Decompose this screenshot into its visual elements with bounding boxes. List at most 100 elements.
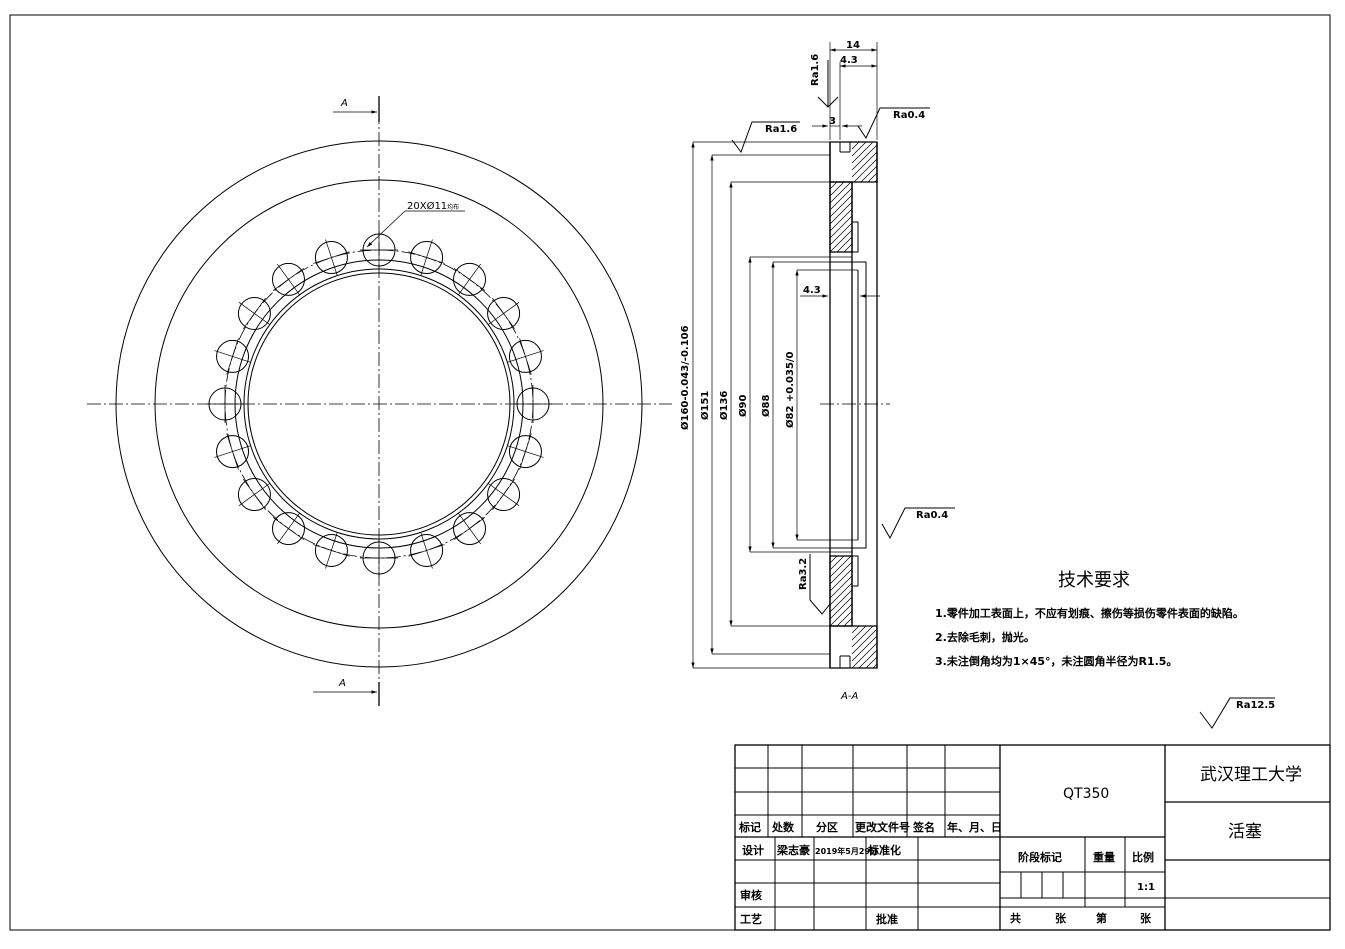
design-date: 2019年5月29日 bbox=[815, 846, 878, 856]
bolt-hole bbox=[237, 478, 271, 512]
dia-88: Ø88 bbox=[760, 395, 772, 417]
bolt-hole bbox=[453, 262, 487, 296]
bolt-hole-axis bbox=[242, 297, 266, 330]
hdr-date: 年、月、日 bbox=[947, 820, 1002, 834]
front-view: A A 20XØ11 均布 bbox=[87, 96, 672, 706]
bolt-hole-axis bbox=[519, 433, 532, 470]
ra-bottom: Ra3.2 bbox=[798, 558, 809, 590]
bolt-hole-axis bbox=[453, 517, 486, 541]
scale-label: 比例 bbox=[1132, 850, 1154, 864]
part-name: 活塞 bbox=[1228, 822, 1262, 842]
hatch-line bbox=[829, 208, 853, 232]
hatch-line bbox=[829, 582, 853, 606]
hatch-line bbox=[865, 656, 878, 669]
review-label: 审核 bbox=[740, 888, 762, 902]
section-label-top: A bbox=[340, 98, 348, 109]
bolt-hole bbox=[508, 435, 542, 469]
bolt-hole-axis bbox=[408, 251, 445, 264]
bolt-hole-axis bbox=[492, 478, 516, 511]
hatch-line bbox=[851, 625, 867, 641]
hatch-line bbox=[829, 555, 838, 564]
section-caption: A-A bbox=[840, 691, 858, 702]
hdr-change-doc: 更改文件号 bbox=[855, 820, 910, 834]
ra-left: Ra1.6 bbox=[765, 124, 797, 135]
hatch-line bbox=[829, 589, 853, 613]
hatch-line bbox=[851, 625, 860, 634]
hatch-line bbox=[829, 181, 852, 204]
bolt-hole bbox=[314, 241, 348, 275]
scale-value: 1:1 bbox=[1137, 882, 1155, 893]
ra-top-right: Ra0.4 bbox=[893, 110, 925, 121]
dia-151: Ø151 bbox=[699, 391, 711, 420]
tech-title: 技术要求 bbox=[1058, 570, 1130, 591]
weight-label: 重量 bbox=[1093, 850, 1115, 864]
hatch-line bbox=[829, 222, 853, 246]
hatch-line bbox=[836, 236, 853, 253]
hatch-line bbox=[829, 568, 853, 592]
material: QT350 bbox=[1063, 786, 1109, 802]
ra-top-vertical: Ra1.6 bbox=[810, 54, 821, 86]
dia-82: Ø82 +0.035/0 bbox=[784, 351, 796, 428]
bolt-hole bbox=[508, 339, 542, 373]
hatch-lines bbox=[829, 141, 878, 669]
bolt-hole bbox=[314, 533, 348, 567]
tech-requirements: 技术要求 1.零件加工表面上，不应有划痕、擦伤等损伤零件表面的缺陷。 2.去除毛… bbox=[935, 570, 1244, 668]
hatch-line bbox=[858, 649, 878, 669]
hdr-count: 处数 bbox=[771, 820, 795, 834]
designer-name: 梁志豪 bbox=[776, 843, 810, 857]
bolt-hole bbox=[237, 296, 271, 330]
sheet-label: 第 bbox=[1096, 911, 1107, 925]
hatch-line bbox=[851, 635, 878, 662]
hatch-line bbox=[851, 151, 878, 178]
hatch-line bbox=[829, 561, 853, 585]
bolt-hole bbox=[410, 241, 444, 275]
bolt-hole-axis bbox=[453, 267, 486, 291]
bolt-hole-axis bbox=[242, 478, 266, 511]
hatch-line bbox=[851, 141, 867, 157]
dim-4-3-mid: 4.3 bbox=[803, 285, 821, 296]
stage-label: 阶段标记 bbox=[1018, 850, 1062, 864]
hatch-line bbox=[851, 628, 878, 655]
hatch-line bbox=[851, 141, 860, 150]
dia-160: Ø160-0.043/-0.106 bbox=[679, 325, 691, 430]
hatch-line bbox=[829, 181, 838, 190]
bolt-hole bbox=[216, 435, 250, 469]
dia-136: Ø136 bbox=[718, 391, 730, 420]
hatch-line bbox=[829, 555, 852, 578]
total-label: 共 bbox=[1010, 911, 1021, 925]
hatch-line bbox=[829, 181, 845, 197]
bolt-hole-axis bbox=[313, 251, 350, 264]
bolt-hole-axis bbox=[408, 544, 445, 557]
hatch-line bbox=[860, 165, 878, 183]
hatch-line bbox=[829, 229, 853, 253]
hatch-line bbox=[829, 596, 853, 620]
drawing-border bbox=[9, 14, 1331, 931]
bolt-hole bbox=[487, 296, 521, 330]
hatch-line bbox=[853, 158, 878, 183]
hatch-line bbox=[867, 172, 878, 183]
bolt-hole-axis bbox=[272, 267, 305, 291]
bolt-hole bbox=[271, 512, 305, 546]
hatch-line bbox=[829, 603, 853, 627]
approve-label: 批准 bbox=[876, 912, 898, 926]
hatch-line bbox=[836, 610, 853, 627]
bolt-hole-axis bbox=[492, 297, 516, 330]
section-label-bottom: A bbox=[338, 678, 346, 689]
hatch-line bbox=[843, 617, 853, 627]
hatch-line bbox=[829, 187, 853, 211]
tech-item-2: 2.去除毛刺，抛光。 bbox=[935, 630, 1035, 644]
hatch-line bbox=[851, 141, 874, 164]
sheet-label-2: 张 bbox=[1140, 911, 1152, 925]
bolt-hole bbox=[487, 478, 521, 512]
tech-item-1: 1.零件加工表面上，不应有划痕、擦伤等损伤零件表面的缺陷。 bbox=[935, 606, 1244, 620]
hdr-mark: 标记 bbox=[738, 820, 761, 834]
standardization-label: 标准化 bbox=[867, 843, 901, 857]
bolt-hole bbox=[216, 339, 250, 373]
tech-item-3: 3.未注倒角均为1×45°，未注圆角半径为R1.5。 bbox=[935, 654, 1177, 668]
process-label: 工艺 bbox=[740, 912, 762, 926]
hatch-line bbox=[851, 625, 874, 648]
dia-90: Ø90 bbox=[737, 395, 749, 417]
hatch-line bbox=[829, 215, 853, 239]
hatch-line bbox=[829, 201, 853, 225]
